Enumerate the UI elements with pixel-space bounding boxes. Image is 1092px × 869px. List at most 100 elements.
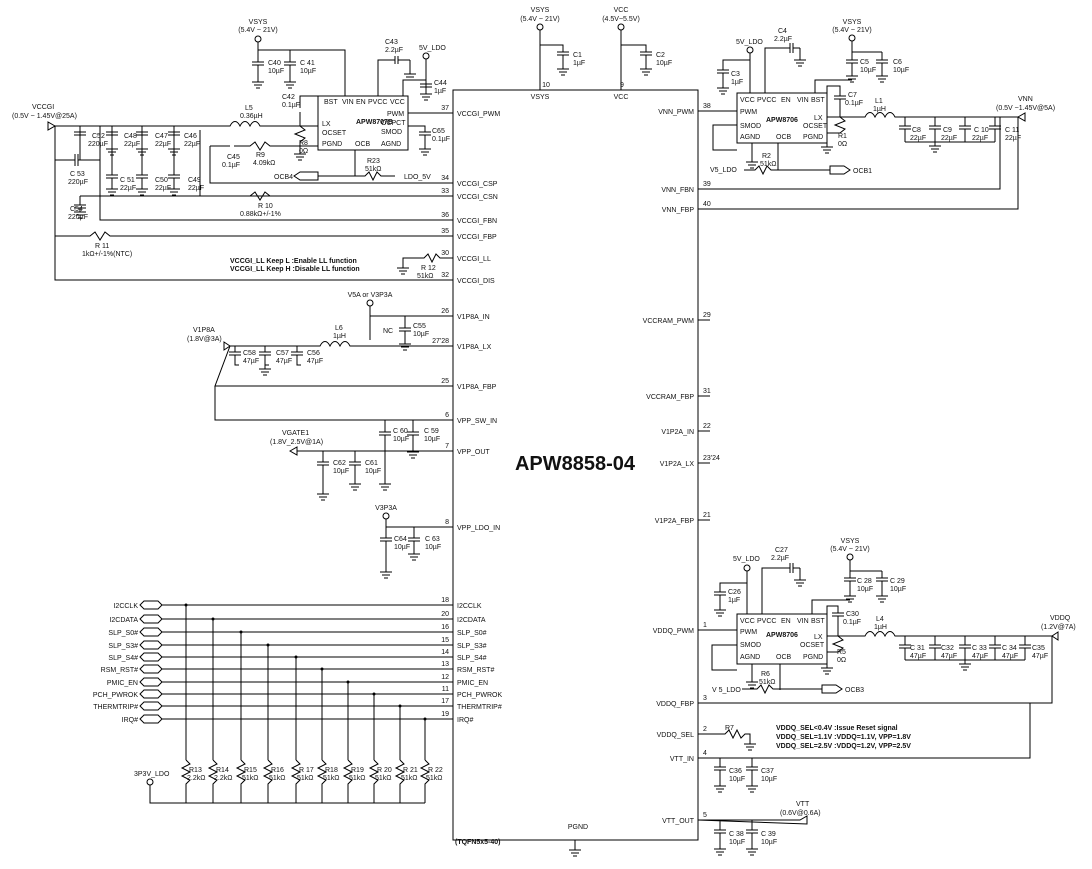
r10-label: R 10	[258, 203, 273, 210]
c27-value: 2.2µF	[771, 555, 789, 562]
pin-label-left: V1P8A_FBP	[457, 384, 497, 391]
pin-label-right: VNN_FBP	[662, 207, 695, 214]
c38-value: 10µF	[729, 839, 745, 846]
signal-i2cdata: I2CDATA	[109, 614, 453, 760]
rail-vgate1: VGATE1	[282, 430, 309, 437]
u3-pin-ocb: OCB	[776, 654, 792, 661]
capacitor-symbol	[136, 131, 148, 156]
pin-label-left: SLP_S0#	[457, 630, 487, 637]
signal-label: IRQ#	[122, 717, 138, 724]
c5-label: C5	[860, 59, 869, 66]
note-sel-3: VDDQ_SEL=2.5V :VDDQ=1.2V, VPP=2.5V	[776, 743, 911, 750]
signal-label: RSM_RST#	[101, 667, 138, 674]
pin-label-left: I2CDATA	[457, 617, 486, 624]
pullup-rail-label: 3P3V_LDO	[134, 771, 170, 778]
c11-value: 22µF	[1005, 135, 1021, 142]
ground-symbol	[569, 849, 581, 857]
pin-number-left: 12	[441, 674, 449, 681]
c32-value: 47µF	[941, 653, 957, 660]
pin-label-right: VTT_OUT	[662, 818, 695, 825]
rail-vtt: VTT	[796, 801, 810, 808]
ground-symbol	[408, 550, 420, 561]
capacitor-symbol	[989, 125, 1001, 142]
pin-number-left: 19	[441, 711, 449, 718]
l6-label: L6	[335, 325, 343, 332]
capacitor-symbol	[929, 125, 941, 142]
r1-label: R1	[838, 133, 847, 140]
u3-pin-pgnd: PGND	[803, 654, 823, 661]
capacitor-symbol	[259, 351, 271, 366]
c47-label: C47	[155, 133, 168, 140]
c34-value: 47µF	[1002, 653, 1018, 660]
ground-symbol	[959, 660, 971, 671]
c50-label: C50	[155, 177, 168, 184]
rail-vsys-vddq-range: (5.4V ~ 21V)	[830, 546, 870, 553]
r1-value: 0Ω	[838, 141, 847, 148]
ground-symbol	[74, 208, 86, 219]
pin-number-right: 38	[703, 103, 711, 110]
l5-label: L5	[245, 105, 253, 112]
pin-number-right: 21	[703, 512, 711, 519]
ocb4-label: OCB4	[274, 174, 293, 181]
pin-number-left: 18	[441, 597, 449, 604]
u3-pin-vcc: VCC	[740, 618, 755, 625]
u3-pin-agnd: AGND	[740, 654, 760, 661]
rail-vddq: VDDQ	[1050, 615, 1071, 622]
ground-symbol	[746, 782, 758, 793]
pullup-value: 51kΩ	[269, 775, 286, 782]
ground-symbol	[746, 158, 758, 169]
c39-label: C 39	[761, 831, 776, 838]
pin-label-left: VPP_LDO_IN	[457, 525, 500, 532]
pin-number-left: 26	[441, 308, 449, 315]
controller-u1	[317, 95, 409, 151]
signal-label: SLP_S0#	[108, 630, 138, 637]
c43-value: 2.2µF	[385, 47, 403, 54]
r23-value: 51kΩ	[365, 166, 382, 173]
signal-thermtrip-n: THERMTRIP#	[93, 701, 453, 760]
c35-value: 47µF	[1032, 653, 1048, 660]
ocb1-flag	[829, 165, 851, 175]
pullup-ref: R19	[351, 767, 364, 774]
c4-value: 2.2µF	[774, 36, 792, 43]
pin-label-left: SLP_S3#	[457, 643, 487, 650]
c4-label: C4	[778, 28, 787, 35]
signal-pmic_en: PMIC_EN	[107, 677, 453, 760]
pin-number-right: 23'24	[703, 455, 720, 462]
pullup-ref: R16	[271, 767, 284, 774]
c63-label: C 63	[425, 536, 440, 543]
pin-number-right: 2	[703, 726, 707, 733]
u2-pin-smod: SMOD	[740, 123, 761, 130]
rail-vsys-top: VSYS	[531, 7, 550, 14]
rail-vtt-range: (0.6V@0.6A)	[780, 810, 821, 817]
rail-vsys-left-range: (5.4V ~ 21V)	[238, 27, 278, 34]
ground-symbol	[294, 150, 306, 161]
u3-pin-ocset: OCSET	[800, 642, 825, 649]
c2-label: C2	[656, 52, 665, 59]
c26-value: 1µF	[728, 597, 740, 604]
signal-slp_s3-n: SLP_S3#	[108, 640, 453, 760]
c10-label: C 10	[974, 127, 989, 134]
controller-u2	[736, 92, 828, 144]
u1-pin-ocb: OCB	[355, 141, 371, 148]
c44-value: 1µF	[434, 88, 446, 95]
right-pin-group: VNN_PWM38VNN_FBN39VNN_FBP40VCCRAM_PWM29V…	[643, 103, 720, 825]
c3-label: C3	[731, 71, 740, 78]
c36-value: 10µF	[729, 776, 745, 783]
l1-label: L1	[875, 98, 883, 105]
c36-label: C36	[729, 768, 742, 775]
rail-vsys-vddq: VSYS	[841, 538, 860, 545]
ldo-label-c: V 5_LDO	[712, 687, 741, 694]
c57-label: C57	[276, 350, 289, 357]
pullup-value: 51kΩ	[323, 775, 340, 782]
note-ll-2: VCCGI_LL Keep H :Disable LL function	[230, 266, 360, 273]
u2-name: APW8706	[766, 117, 798, 124]
signal-i2cclk: I2CCLK	[113, 600, 453, 760]
pin-label-left: VPP_SW_IN	[457, 418, 497, 425]
c49-label: C49	[188, 177, 201, 184]
pin-number-right: 22	[703, 423, 711, 430]
c65-value: 0.1µF	[432, 136, 450, 143]
pin-number-left: 7	[445, 443, 449, 450]
u1-pin-ocpct: OCPCT	[381, 120, 406, 127]
